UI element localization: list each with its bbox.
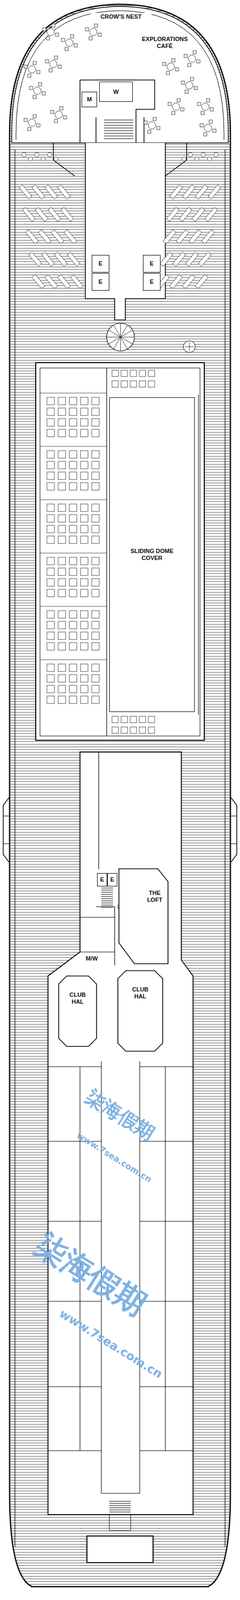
- club-room-outline: [117, 970, 164, 1052]
- lounge-room: THE LOFT: [118, 868, 170, 965]
- elevator-box: E: [142, 273, 161, 291]
- room-label: SLIDING DOME COVER: [128, 547, 176, 562]
- room-label: CLUB HAL: [128, 986, 152, 1000]
- elevator-box: E: [97, 873, 108, 887]
- elevator-box: E: [107, 873, 118, 887]
- bridge-wing: [3, 796, 10, 863]
- room-label: E: [110, 876, 115, 884]
- umbrella: [106, 323, 135, 351]
- elevator-box: E: [91, 254, 110, 273]
- room-label: CLUB HAL: [66, 991, 90, 1005]
- elevator-box: E: [91, 273, 110, 291]
- room-label: M: [86, 96, 92, 103]
- area-name: EXPLORATIONS CAFÉ: [139, 35, 190, 50]
- club-room-outline: [58, 975, 98, 1047]
- lounge-room-outline: [118, 868, 169, 965]
- area-name: CROW'S NEST: [90, 12, 152, 21]
- club-room: CLUB HAL: [58, 975, 98, 1047]
- restroom-label: M/W: [80, 954, 104, 963]
- room-label: E: [100, 876, 104, 884]
- room-label: W: [113, 88, 119, 96]
- room-label: E: [98, 278, 103, 286]
- hull: [9, 4, 231, 1587]
- elevator-box: E: [142, 254, 161, 273]
- room-label: E: [149, 260, 154, 268]
- restroom-box: M: [81, 91, 98, 108]
- watermark: www.7sea.com.cn: [57, 1306, 165, 1381]
- club-room: CLUB HAL: [117, 970, 164, 1052]
- dome-cover: SLIDING DOME COVER: [109, 397, 195, 712]
- bridge-wing: [230, 796, 237, 863]
- restroom-box: W: [99, 81, 133, 102]
- superstructure: [48, 752, 194, 1515]
- watermark: 柒海假期: [29, 1226, 154, 1323]
- crows-nest-room: [11, 6, 229, 143]
- watermark: 柒海假期: [81, 1085, 159, 1145]
- room-label: E: [98, 260, 103, 268]
- room-label: E: [149, 278, 154, 286]
- room-label: THE LOFT: [142, 889, 167, 903]
